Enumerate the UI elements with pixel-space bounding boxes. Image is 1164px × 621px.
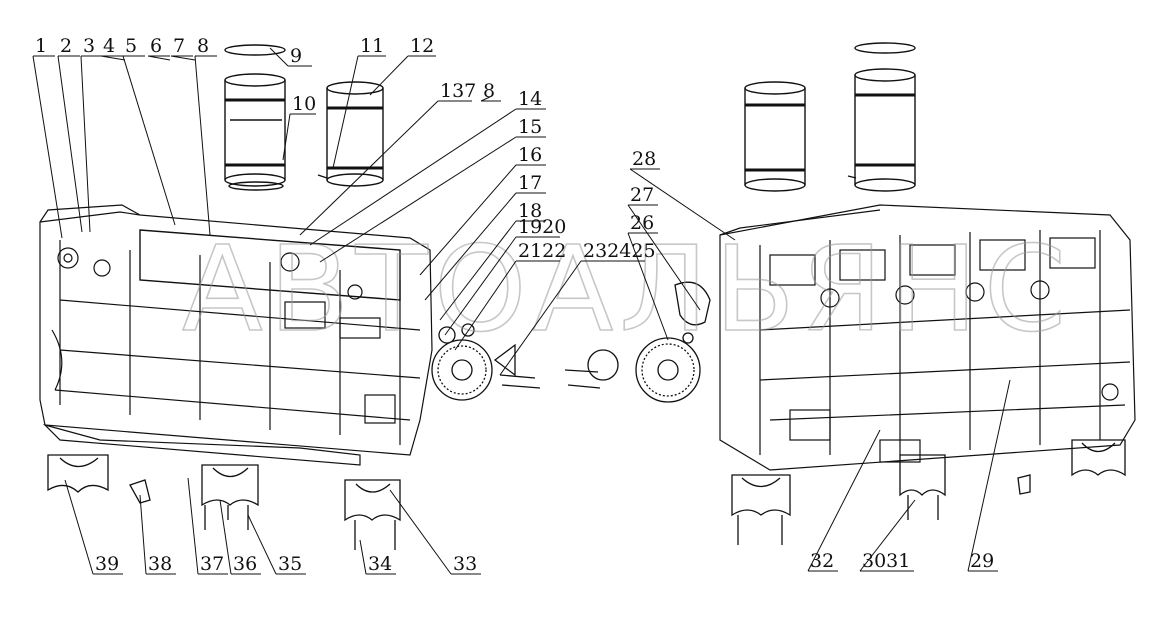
callout-label: 17 bbox=[518, 172, 542, 194]
right-engine-block bbox=[719, 204, 1136, 471]
callout-label: 7 bbox=[173, 35, 185, 57]
leader-lines bbox=[32, 47, 1011, 575]
callout-leader bbox=[332, 55, 359, 169]
callout-leader bbox=[439, 220, 517, 321]
callout-leader bbox=[454, 260, 517, 351]
callout-leader bbox=[389, 489, 452, 575]
callout-leader bbox=[282, 113, 291, 161]
callout-label: 12 bbox=[410, 35, 434, 57]
callout-leader bbox=[100, 55, 126, 61]
watermark: АВТОАЛЬЯНС bbox=[182, 220, 1072, 358]
cylinder-liners-left bbox=[224, 44, 384, 191]
callout-leader bbox=[219, 499, 232, 575]
callout-leader bbox=[807, 429, 881, 572]
callout-leader bbox=[480, 96, 491, 102]
callout-label: 37 bbox=[200, 553, 224, 575]
callout-label: 8 bbox=[197, 35, 209, 57]
callout-label: 38 bbox=[148, 553, 172, 575]
callout-label: 16 bbox=[518, 144, 542, 166]
callout-leader bbox=[369, 55, 409, 96]
callout-leader bbox=[32, 55, 63, 239]
callout-leader bbox=[147, 55, 171, 61]
callout-leader bbox=[269, 47, 289, 67]
callout-leader bbox=[299, 100, 439, 236]
bearing-caps-right bbox=[731, 439, 1126, 545]
callout-label: 1920 bbox=[518, 216, 566, 238]
callout-leader bbox=[319, 136, 517, 263]
callout-label: 39 bbox=[95, 553, 119, 575]
callout-label: 4 bbox=[103, 35, 115, 57]
callout-label: 2 bbox=[60, 35, 72, 57]
callout-label: 3031 bbox=[862, 550, 910, 572]
callout-label: 28 bbox=[632, 148, 656, 170]
callout-label: 2122 bbox=[518, 240, 566, 262]
callout-label: 8 bbox=[483, 80, 495, 102]
callout-leader bbox=[424, 192, 517, 301]
callout-leader bbox=[187, 477, 199, 575]
callout-label: 5 bbox=[125, 35, 137, 57]
callout-leader bbox=[627, 232, 669, 341]
callout-leader bbox=[80, 55, 91, 233]
callout-label: 18 bbox=[518, 200, 542, 222]
bearing-caps-left bbox=[47, 454, 401, 550]
callout-leader bbox=[122, 55, 176, 226]
callout-label: 137 bbox=[440, 80, 476, 102]
callout-leader bbox=[627, 204, 701, 311]
callout-label: 27 bbox=[630, 184, 654, 206]
callout-leader bbox=[194, 55, 211, 236]
callout-leader bbox=[57, 55, 83, 233]
callout-label: 3 bbox=[83, 35, 95, 57]
callout-label: 1 bbox=[35, 35, 47, 57]
callout-leader bbox=[64, 479, 94, 575]
callout-leader bbox=[499, 260, 582, 376]
callout-label: 14 bbox=[518, 88, 542, 110]
callout-leader bbox=[247, 514, 277, 575]
callout-leader bbox=[309, 108, 517, 246]
callout-leader bbox=[139, 494, 147, 575]
callout-label: 6 bbox=[150, 35, 162, 57]
callout-label: 36 bbox=[233, 553, 257, 575]
callout-label: 32 bbox=[810, 550, 834, 572]
callout-leader bbox=[629, 168, 736, 241]
callout-leader bbox=[967, 379, 1011, 572]
callout-label: 26 bbox=[630, 212, 654, 234]
callout-leader bbox=[444, 236, 517, 336]
cylinder-liners-right bbox=[744, 42, 916, 192]
callout-label: 35 bbox=[278, 553, 302, 575]
callout-leader bbox=[419, 164, 517, 276]
callout-leader bbox=[170, 55, 196, 61]
gear-assembly bbox=[431, 281, 711, 403]
callout-label: 9 bbox=[290, 45, 302, 67]
callout-label: 15 bbox=[518, 116, 542, 138]
callout-label: 29 bbox=[970, 550, 994, 572]
callout-label: 11 bbox=[360, 35, 384, 57]
callout-label: 34 bbox=[368, 553, 392, 575]
callout-leader bbox=[859, 499, 916, 572]
callout-label: 232425 bbox=[583, 240, 656, 262]
callout-leader bbox=[359, 539, 367, 575]
left-engine-block bbox=[39, 204, 433, 466]
callout-label: 33 bbox=[453, 553, 477, 575]
callout-label: 10 bbox=[292, 93, 316, 115]
